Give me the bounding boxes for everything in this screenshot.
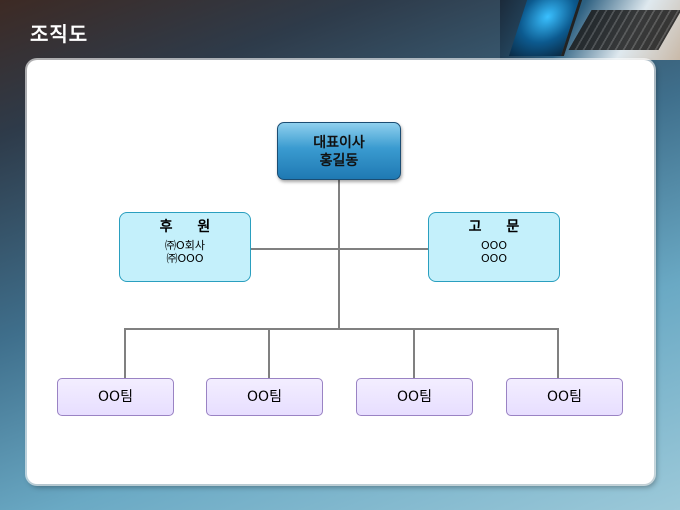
connector-team-bar bbox=[124, 328, 558, 330]
sponsor-box: 후 원 ㈜O회사 ㈜OOO bbox=[119, 212, 251, 282]
advisor-box: 고 문 OOO OOO bbox=[428, 212, 560, 282]
connector-advisor bbox=[338, 248, 429, 250]
content-panel: 대표이사 홍길동 후 원 ㈜O회사 ㈜OOO 고 문 OOO OOO OO팀 O… bbox=[27, 60, 654, 484]
sponsor-line-2: ㈜OOO bbox=[166, 252, 204, 265]
laptop-photo bbox=[500, 0, 680, 60]
connector-team-4 bbox=[557, 328, 559, 378]
sponsor-label: 후 원 bbox=[159, 219, 221, 235]
connector-ceo-down bbox=[338, 180, 340, 329]
advisor-line-2: OOO bbox=[481, 252, 507, 265]
team-box-2: OO팀 bbox=[206, 378, 323, 416]
connector-team-3 bbox=[413, 328, 415, 378]
team-box-3: OO팀 bbox=[356, 378, 473, 416]
ceo-box: 대표이사 홍길동 bbox=[277, 122, 401, 180]
ceo-title: 대표이사 bbox=[313, 135, 365, 151]
connector-team-2 bbox=[268, 328, 270, 378]
advisor-label: 고 문 bbox=[468, 219, 530, 235]
sponsor-line-1: ㈜O회사 bbox=[165, 239, 205, 252]
connector-team-1 bbox=[124, 328, 126, 378]
advisor-line-1: OOO bbox=[481, 239, 507, 252]
team-box-4: OO팀 bbox=[506, 378, 623, 416]
team-box-1: OO팀 bbox=[57, 378, 174, 416]
ceo-name: 홍길동 bbox=[319, 153, 359, 169]
laptop-keyboard bbox=[568, 10, 680, 50]
connector-sponsor bbox=[251, 248, 340, 250]
slide-title: 조직도 bbox=[30, 22, 89, 46]
